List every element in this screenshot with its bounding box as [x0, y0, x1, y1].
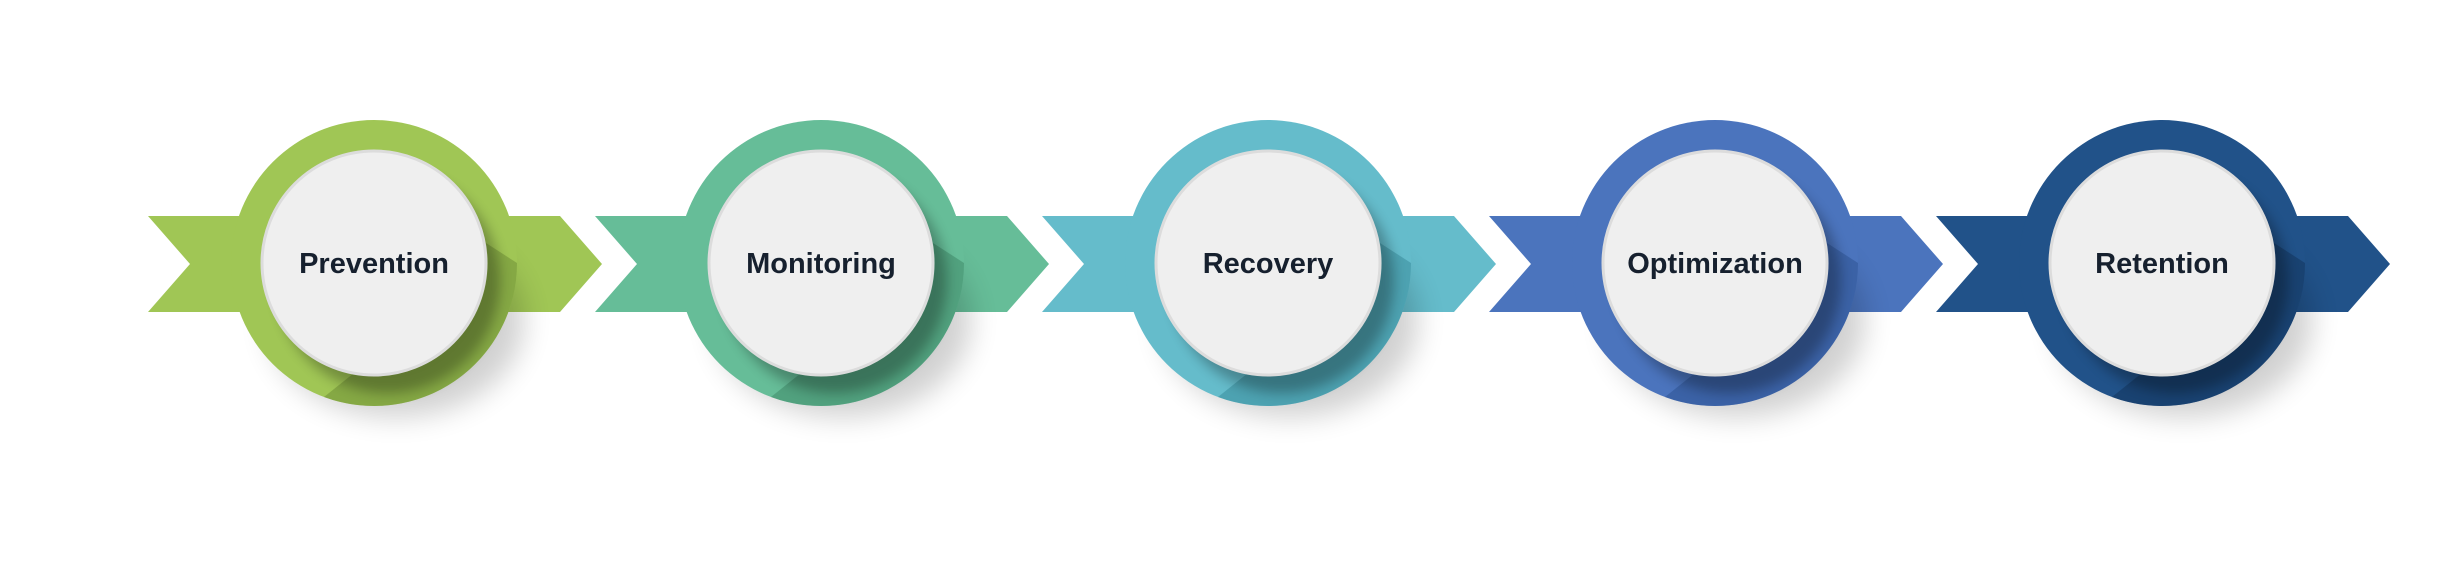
ring-shade [2112, 243, 2306, 407]
process-step-4: Optimization [1489, 120, 1943, 417]
ring-shade [1218, 243, 1411, 407]
process-step-2: Monitoring [595, 120, 1049, 417]
inner-circle [2048, 149, 2276, 377]
step-label: Monitoring [746, 248, 896, 280]
step-label: Recovery [1203, 248, 1334, 280]
ring-shade [1665, 243, 1858, 407]
step-label: Prevention [299, 248, 449, 280]
inner-circle [260, 149, 488, 377]
ring-shade [771, 243, 964, 407]
process-step-3: Recovery [1042, 120, 1496, 417]
step-label: Optimization [1627, 248, 1803, 280]
ring-shade [324, 243, 517, 407]
inner-circle [1601, 149, 1829, 377]
process-step-5: Retention [1936, 120, 2390, 417]
step-label: Retention [2095, 248, 2229, 280]
inner-circle [1154, 149, 1382, 377]
process-step-1: Prevention [148, 120, 602, 417]
inner-circle [707, 149, 935, 377]
